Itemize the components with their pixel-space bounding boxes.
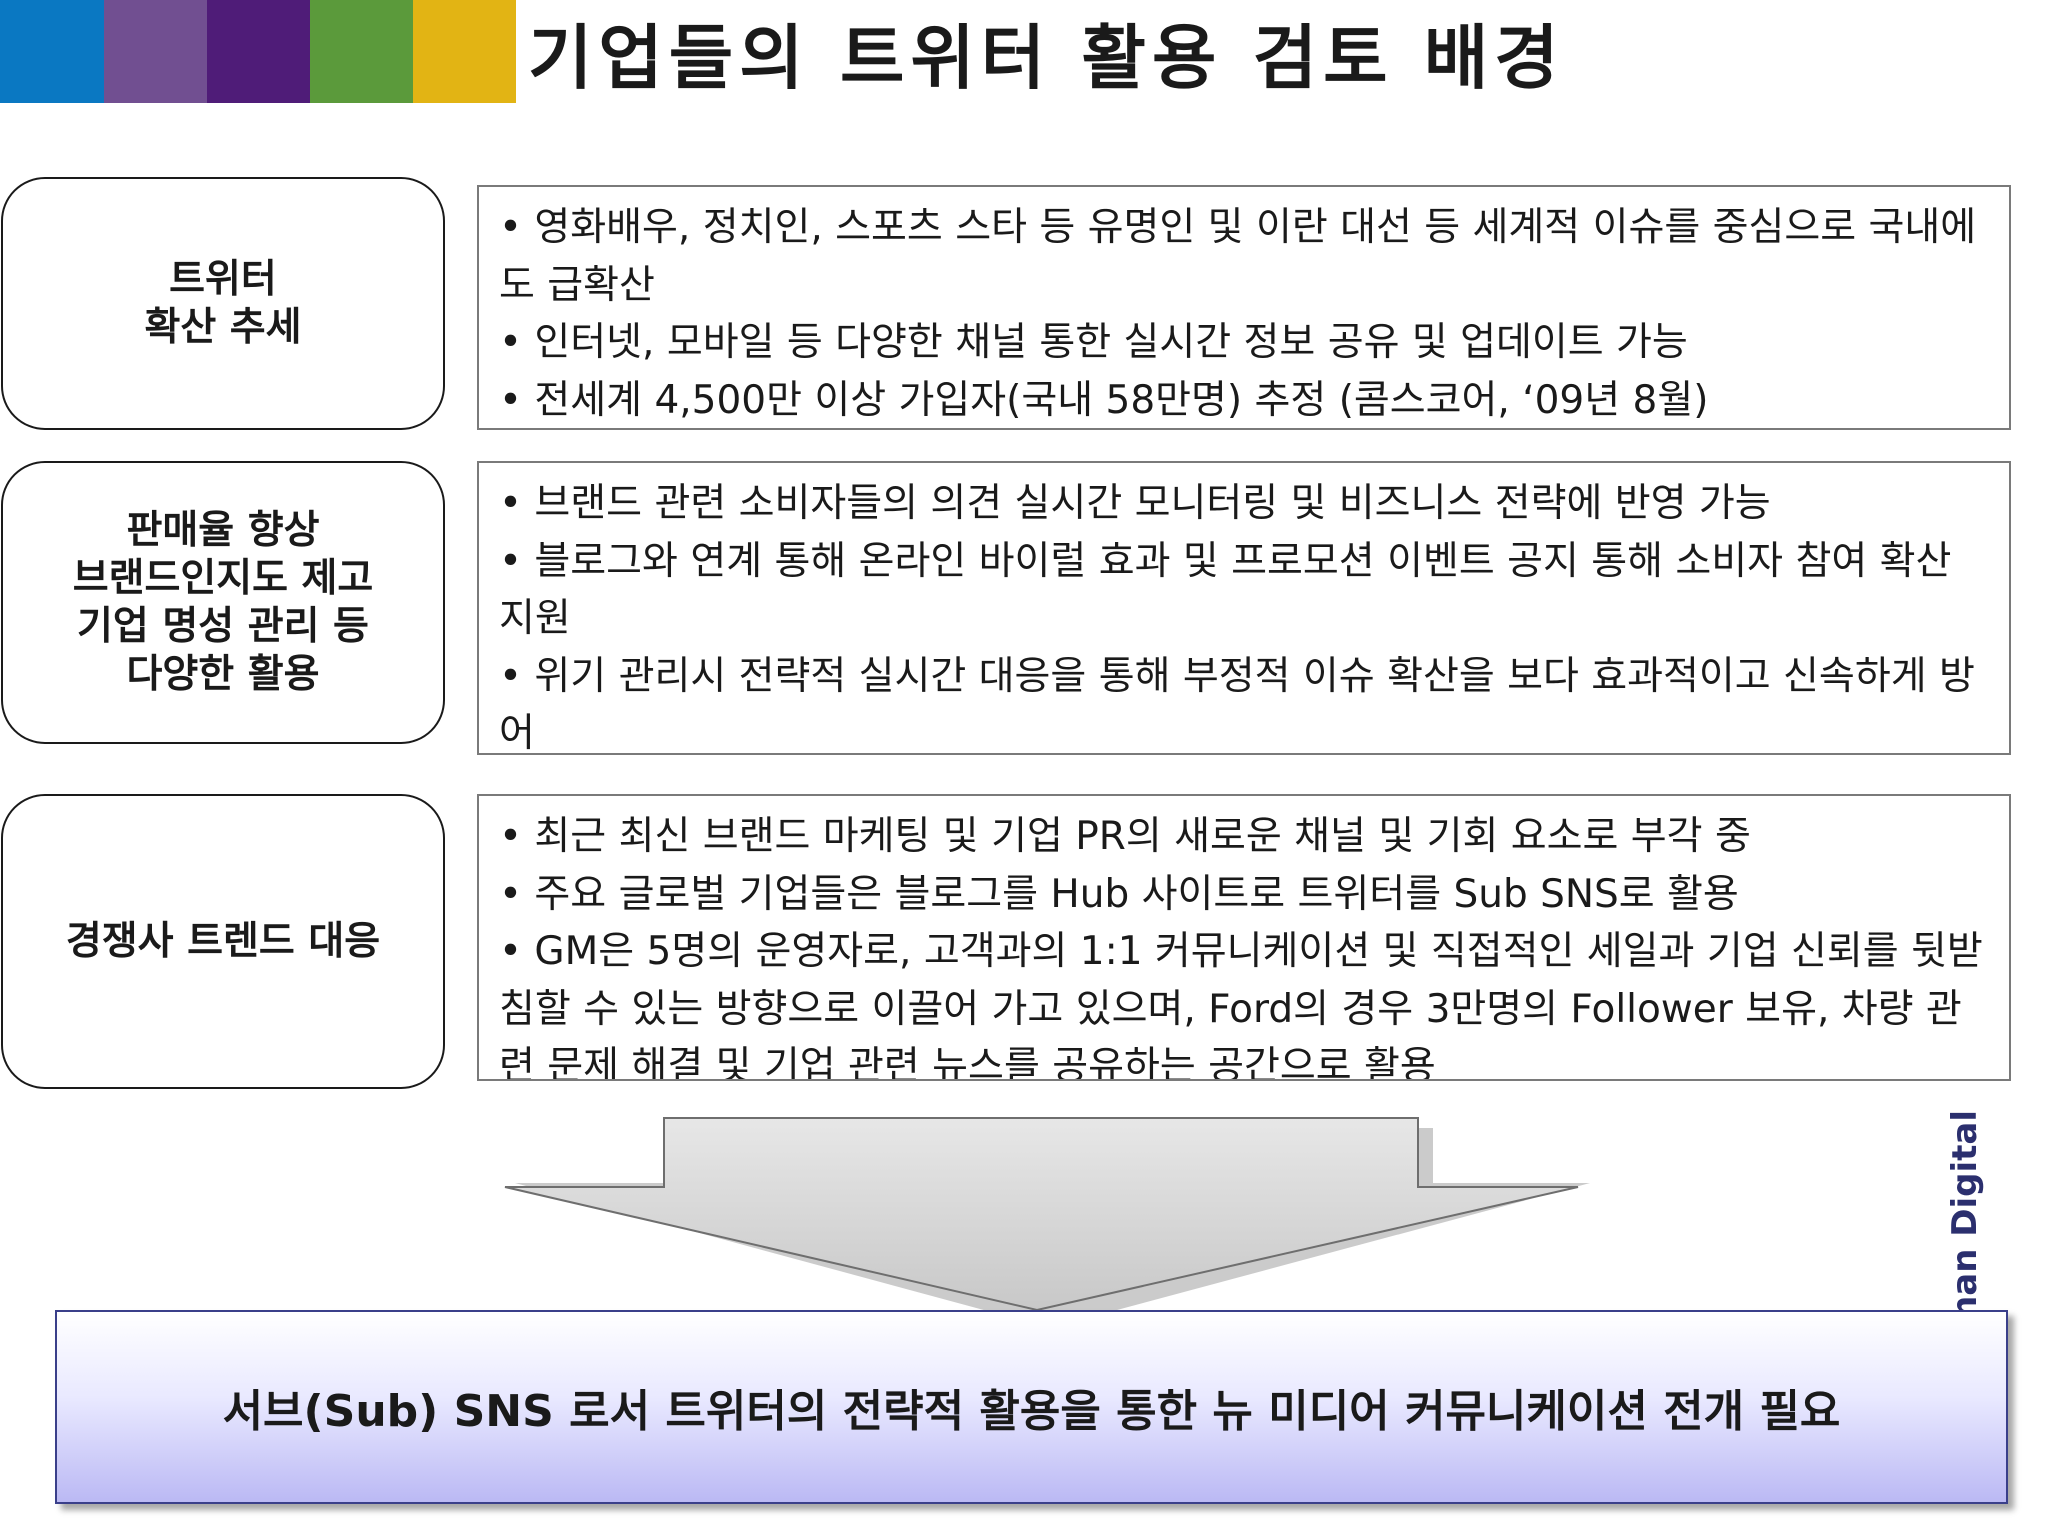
row-content-competitor-trend: 최근 최신 브랜드 마케팅 및 기업 PR의 새로운 채널 및 기회 요소로 부…: [477, 794, 2011, 1081]
bullet-item: 전세계 4,500만 이상 가입자(국내 58만명) 추정 (콤스코어, ‘09…: [499, 372, 1989, 429]
color-block-violet: [104, 0, 207, 103]
bullet-item: 인터넷, 모바일 등 다양한 채널 통한 실시간 정보 공유 및 업데이트 가능: [499, 314, 1989, 372]
row-label-text: 경쟁사 트렌드 대응: [65, 918, 381, 964]
row-content-brand-usage: 브랜드 관련 소비자들의 의견 실시간 모니터링 및 비즈니스 전략에 반영 가…: [477, 461, 2011, 755]
bullet-item: 최근 최신 브랜드 마케팅 및 기업 PR의 새로운 채널 및 기회 요소로 부…: [499, 808, 1989, 866]
conclusion-box: 서브(Sub) SNS 로서 트위터의 전략적 활용을 통한 뉴 미디어 커뮤니…: [55, 1310, 2008, 1504]
row-label-text: 트위터 확산 추세: [144, 256, 302, 350]
page-title: 기업들의 트위터 활용 검토 배경: [528, 17, 1565, 99]
color-block-green: [310, 0, 413, 103]
bullet-item: 영화배우, 정치인, 스포츠 스타 등 유명인 및 이란 대선 등 세계적 이슈…: [499, 199, 1989, 314]
bullet-item: GM은 5명의 운영자로, 고객과의 1:1 커뮤니케이션 및 직접적인 세일과…: [499, 923, 1989, 1079]
bullet-item: 블로그와 연계 통해 온라인 바이럴 효과 및 프로모션 이벤트 공지 통해 소…: [499, 533, 1989, 648]
row-label-competitor-trend: 경쟁사 트렌드 대응: [1, 794, 445, 1089]
watermark-text: lman Digital: [1945, 1110, 1985, 1343]
conclusion-text: 서브(Sub) SNS 로서 트위터의 전략적 활용을 통한 뉴 미디어 커뮤니…: [222, 1386, 1841, 1437]
row-label-twitter-trend: 트위터 확산 추세: [1, 177, 445, 430]
color-block-purple: [207, 0, 310, 103]
bullet-item: 주요 글로벌 기업들은 블로그를 Hub 사이트로 트위터를 Sub SNS로 …: [499, 866, 1989, 924]
row-label-text: 판매율 향상 브랜드인지도 제고 기업 명성 관리 등 다양한 활용: [72, 507, 374, 697]
color-block-blue: [0, 0, 104, 103]
row-content-twitter-trend: 영화배우, 정치인, 스포츠 스타 등 유명인 및 이란 대선 등 세계적 이슈…: [477, 185, 2011, 430]
bullet-item: 위기 관리시 전략적 실시간 대응을 통해 부정적 이슈 확산을 보다 효과적이…: [499, 648, 1989, 754]
bullet-item: 브랜드 관련 소비자들의 의견 실시간 모니터링 및 비즈니스 전략에 반영 가…: [499, 475, 1989, 533]
row-label-brand-usage: 판매율 향상 브랜드인지도 제고 기업 명성 관리 등 다양한 활용: [1, 461, 445, 744]
color-block-yellow: [413, 0, 516, 103]
